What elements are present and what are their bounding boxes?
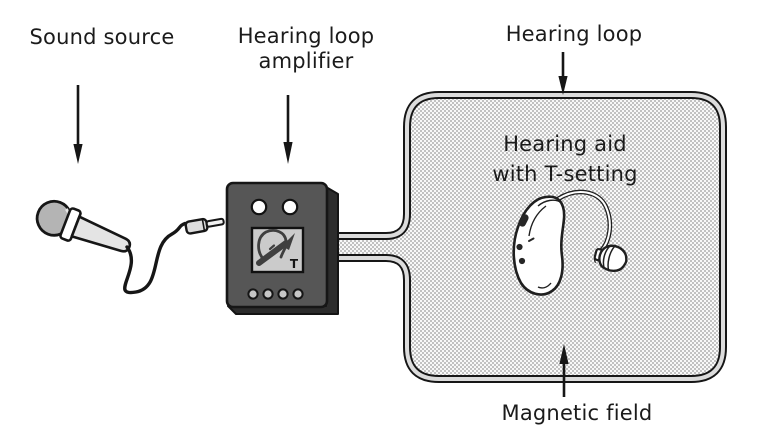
microphone-illustration — [35, 199, 225, 295]
hearing-loop-arrow — [558, 52, 568, 95]
hearing-aid-button — [518, 214, 529, 227]
microphone-handle — [70, 215, 132, 253]
hearing-aid-contour — [528, 205, 547, 237]
hearing-aid-dot-2 — [518, 257, 526, 265]
amplifier-arrow — [283, 95, 293, 164]
loop-wire-gap-line — [332, 93, 725, 381]
sound-source-arrow — [73, 85, 83, 164]
telecoil-ear-symbol: T — [256, 229, 299, 271]
jack-plug — [184, 217, 225, 235]
telecoil-t-letter: T — [290, 257, 299, 271]
hearing-aid-dash — [528, 237, 535, 242]
hearing-loop-label: Hearing loop — [505, 22, 643, 46]
sound-source-label: Sound source — [29, 25, 175, 49]
amplifier-knob-left — [250, 198, 268, 216]
amplifier-illustration: T — [225, 181, 339, 315]
microphone-cable — [123, 221, 187, 295]
amplifier-label: Hearing loop amplifier — [237, 24, 375, 73]
amplifier-knob-right — [281, 198, 299, 216]
amplifier-indicator-lights — [247, 288, 304, 300]
hearing-aid-dot-1 — [516, 243, 523, 251]
hearing-aid-bottom-contour — [537, 282, 552, 289]
hearing-aid-top-seam — [537, 199, 563, 207]
magnetic-field-label: Magnetic field — [501, 401, 653, 425]
hearing-aid-label: Hearing aid with T-setting — [492, 132, 638, 186]
hearing-aid-earbud — [593, 244, 628, 273]
magnetic-field-arrow — [559, 344, 569, 397]
hearing-aid-illustration — [512, 189, 628, 296]
